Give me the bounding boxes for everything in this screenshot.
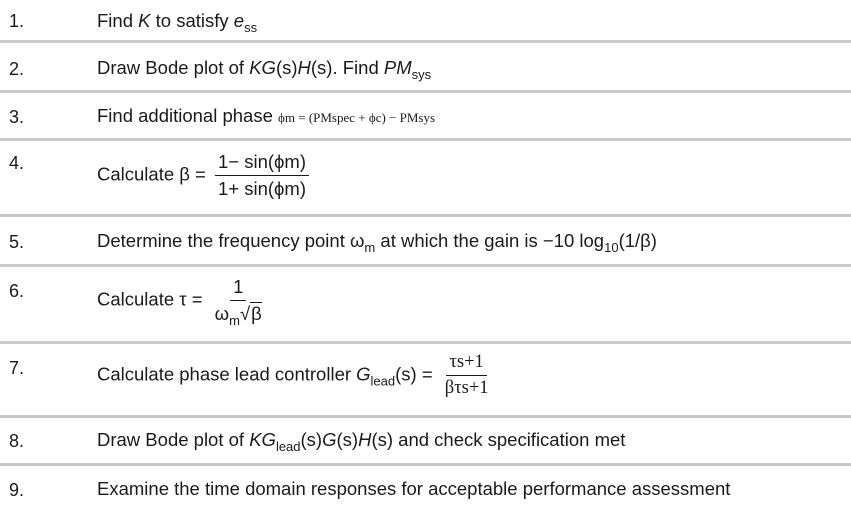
step-text: Determine the frequency point ωm at whic…: [97, 230, 657, 255]
phase-formula: ϕm = (PMspec + ϕc) − PMsys: [278, 110, 436, 125]
step-row-6: 6. Calculate τ = 1 ωm√β: [0, 267, 851, 344]
step-number: 3.: [9, 107, 25, 127]
step-text: Calculate phase lead controller Glead(s)…: [97, 352, 492, 399]
step-text: Calculate τ = 1 ωm√β: [97, 276, 265, 328]
step-row-8: 8. Draw Bode plot of KGlead(s)G(s)H(s) a…: [0, 418, 851, 466]
step-text: Draw Bode plot of KG(s)H(s). Find PMsys: [97, 57, 432, 82]
step-row-2: 2. Draw Bode plot of KG(s)H(s). Find PMs…: [0, 43, 851, 93]
step-number: 5.: [9, 232, 25, 252]
beta-fraction: 1− sin(ϕm) 1+ sin(ϕm): [215, 151, 309, 200]
step-row-9: 9. Examine the time domain responses for…: [0, 466, 851, 511]
step-text: Find K to satisfy ess: [97, 10, 258, 35]
step-number: 2.: [9, 59, 25, 79]
step-text: Find additional phase ϕm = (PMspec + ϕc)…: [97, 105, 436, 126]
step-number: 7.: [9, 358, 25, 378]
step-number: 9.: [9, 480, 25, 500]
step-number: 8.: [9, 431, 25, 451]
step-text: Draw Bode plot of KGlead(s)G(s)H(s) and …: [97, 429, 626, 454]
tau-fraction: 1 ωm√β: [214, 276, 262, 328]
step-number: 4.: [9, 153, 25, 173]
step-row-5: 5. Determine the frequency point ωm at w…: [0, 217, 851, 267]
step-text: Calculate β = 1− sin(ϕm) 1+ sin(ϕm): [97, 151, 309, 200]
lead-controller-fraction: τs+1 βτs+1: [444, 352, 489, 398]
step-row-7: 7. Calculate phase lead controller Glead…: [0, 344, 851, 418]
step-row-4: 4. Calculate β = 1− sin(ϕm) 1+ sin(ϕm): [0, 141, 851, 217]
step-text: Examine the time domain responses for ac…: [97, 478, 731, 499]
step-row-1: 1. Find K to satisfy ess: [0, 0, 851, 43]
step-number: 1.: [9, 11, 25, 31]
step-number: 6.: [9, 281, 25, 301]
step-row-3: 3. Find additional phase ϕm = (PMspec + …: [0, 93, 851, 141]
